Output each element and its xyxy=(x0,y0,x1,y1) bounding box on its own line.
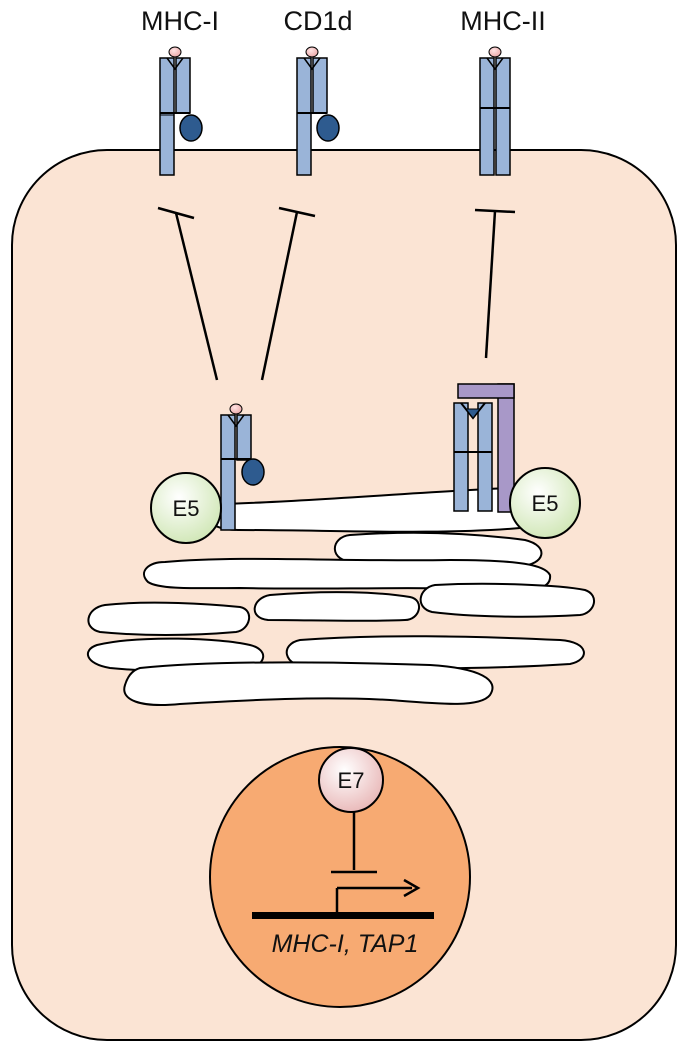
e5-label-right: E5 xyxy=(532,491,559,516)
mhc-i-label: MHC-I xyxy=(141,6,219,36)
e7-inhibition-arrow xyxy=(331,812,377,874)
e5-protein-right: E5 xyxy=(509,467,581,539)
inhibition-arrow-cd1d xyxy=(260,206,316,381)
inhibition-arrow-mhc-ii xyxy=(474,208,516,359)
er-mhc-i-receptor-icon xyxy=(220,403,265,531)
e5-protein-left: E5 xyxy=(150,472,222,544)
mhc-ii-label: MHC-II xyxy=(460,6,545,36)
er-mhc-ii-receptor-icon xyxy=(453,383,515,513)
surface-cd1d-receptor-icon xyxy=(296,46,340,176)
e7-protein: E7 xyxy=(318,747,384,813)
e7-label: E7 xyxy=(338,768,365,793)
inhibition-arrow-mhc-i xyxy=(157,206,219,381)
surface-mhc-i-receptor-icon xyxy=(159,46,203,176)
surface-mhc-ii-receptor-icon xyxy=(479,46,511,176)
gene-label: MHC-I, TAP1 xyxy=(272,930,419,958)
cd1d-label: CD1d xyxy=(283,6,352,36)
e5-label-left: E5 xyxy=(173,496,200,521)
transcription-start-arrow-icon xyxy=(335,878,421,913)
nucleus xyxy=(209,746,471,1008)
gene-dna-line xyxy=(252,912,434,919)
